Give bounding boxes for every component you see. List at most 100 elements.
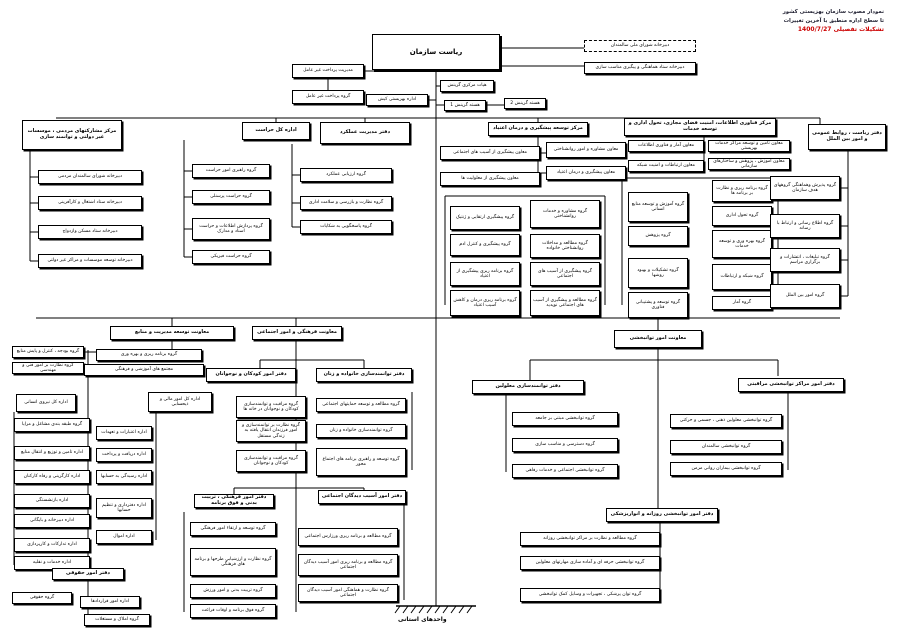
it-group-box-2: گروه تشکیلات و بهبود روشها <box>628 258 688 288</box>
education-item-box-0: گروه توسعه و ارتقاء امور فرهنگی <box>190 522 276 536</box>
addiction-group-box-7: گروه مطالعه و پیشگیری از آسیب های اجتماع… <box>530 290 600 316</box>
ground-hatch <box>418 605 425 614</box>
provincial-units-label: واحدهای استانی <box>398 616 447 623</box>
disabled-item-box-1: گروه دسترسی و مناسب سازی <box>512 438 618 452</box>
performance-item-box-2: گروه پاسخگویی به شکایات <box>300 220 392 234</box>
it-group-box-8: گروه آمار <box>712 296 772 310</box>
child-box: دفتر امور کودکان و نوجوانان <box>206 368 296 382</box>
resources-item-box-0: گروه بودجه ، کنترل و پایش منابع <box>12 346 84 358</box>
education-box: دفتر امور فرهنگی ، تربیت بدنی و فوق برنا… <box>194 494 274 508</box>
hr-item-box-4: اداره دبیرخانه و بایگانی <box>14 514 90 528</box>
fin-mgmt-box: مدیریت پرداخت غیر عامل <box>292 64 364 78</box>
centers-item-box-0: گروه توانبخشی معلولین ذهنی ، جسمی و حرکت… <box>670 414 782 428</box>
hr-item-box-0: گروه طبقه بندی مشاغل و مزایا <box>14 418 90 432</box>
legal-item-box-0: گروه حقوقی <box>12 592 72 604</box>
boards-2-box: هسته گزینش 2 <box>504 98 546 109</box>
daily-item-box-2: گروه توان پزشکی ، تجهیزات و وسایل کمک تو… <box>520 588 660 602</box>
ground-hatch <box>402 605 409 614</box>
hr-item-box-2: اداره کارگزینی و رفاه کارکنان <box>14 470 90 484</box>
harm-item-box-0: گروه مطالعه و برنامه ریزی ورزارس اجتماعی <box>298 528 398 546</box>
title-line-1: نمودار مصوب سازمان بهزیستی کشور <box>782 9 884 15</box>
it-deputy-box-0: معاون آمار و فناوری اطلاعات <box>628 140 704 152</box>
title-line-2: تا سطح اداره منطبق با آخرین تغییرات <box>783 17 884 24</box>
participation-item-box-2: دبیرخانه ستاد مسکن وازدواج <box>38 225 142 239</box>
daily-item-box-1: گروه توانبخشی حرفه ای و آماده سازی مهارت… <box>520 556 660 570</box>
ground-hatch <box>426 605 433 614</box>
ground-hatch <box>450 605 457 614</box>
finance-item-box-0: اداره اعتبارات و تعهدات <box>96 426 152 440</box>
it-deputy-box-2: معاون تامین و توسعه مراکز خدمات بهزیستی <box>708 140 790 152</box>
boards-1-box: هسته گزینش 1 <box>444 100 486 111</box>
family-item-box-0: گروه مطالعه و توسعه حمایتهای اجتماعی <box>316 398 406 412</box>
resources-item-box-2: گروه برنامه ریزی و بهره وری <box>96 349 202 361</box>
ground-hatch <box>434 605 441 614</box>
ground-hatch <box>394 605 401 614</box>
pr-item-box-0: گروه پذیرش وهماهنگی گروههای هدف سازمان <box>770 176 840 200</box>
child-item-box-2: گروه مراقبت و توانمندسازی کودکان و نوجوا… <box>236 450 306 472</box>
education-item-box-2: گروه تربیت بدنی و امور ورزش <box>190 584 276 598</box>
resources-item-box-3: مجتمع های آموزشی و فرهنگی <box>84 364 204 376</box>
hr-item-box-5: اداره تدارکات و کارپردازی <box>14 538 90 552</box>
ground-hatch <box>466 605 473 614</box>
welfare-chief-box: اداره بهزیستی کیش <box>366 94 428 106</box>
pr-item-box-1: گروه اطلاع رسانی و ارتباط با رسانه <box>770 214 840 238</box>
chart-title: نمودار مصوب سازمان بهزیستی کشور تا سطح ا… <box>724 8 884 35</box>
boards-box: هیات مرکزی گزینش <box>440 80 494 92</box>
disabled-item-box-0: گروه توانبخشی مبتنی بر جامعه <box>512 412 618 426</box>
national-council-box: دبیرخانه شورای ملی سالمندان <box>584 40 696 52</box>
addiction-group-box-1: گروه پیشگیری و کنترل ادم <box>450 234 520 256</box>
disabled-box: دفتر توانمندسازی معلولین <box>472 380 584 394</box>
legal-box: دفتر امور حقوقی <box>52 568 124 580</box>
participation-box: مرکز مشارکتهای مردمی ، موسسات غیر دولتی … <box>22 120 122 150</box>
security-item-box-0: گروه راهبری امور حراست <box>192 164 270 178</box>
addiction-deputy-box-2: معاون مشاوره و امور روانشناختی <box>546 142 626 158</box>
finance-item-box-3: اداره دفترداری و تنظیم حسابها <box>96 498 152 518</box>
performance-item-box-1: گروه نظارت و بازرسی و سلامت اداری <box>300 196 392 210</box>
finance-item-box-1: اداره دریافت و پرداخت <box>96 448 152 462</box>
child-item-box-1: گروه نظارت بر توانمندسازی و امور فرزندان… <box>236 420 306 442</box>
family-item-box-1: گروه توانمندسازی خانواده و زنان <box>316 424 406 438</box>
ground-hatch <box>458 605 465 614</box>
daily-item-box-0: گروه مطالعه و نظارت بر مراکز توانبخشی رو… <box>520 532 660 546</box>
security-box: اداره کل حراست <box>242 122 310 140</box>
addiction-group-box-4: گروه مشاوره و خدمات روانشناختی <box>530 200 600 228</box>
addiction-deputy-box-3: معاون پیشگیری و درمان اعتیاد <box>546 166 626 180</box>
it-group-box-6: گروه بهره وری و توسعه خدمات <box>712 230 772 258</box>
ground-symbol <box>394 605 476 614</box>
harm-item-box-2: گروه نظارت و هماهنگی امور آسیب دیدگان اج… <box>298 584 398 602</box>
harm-box: دفتر امور آسیب دیدگان اجتماعی <box>318 490 406 504</box>
security-item-box-3: گروه حراست فیزیکی <box>192 250 270 264</box>
hq-secretariat-box: دبیرخانه ستاد هماهنگی و پیگیری مناسب ساز… <box>584 62 696 74</box>
daily-box: دفتر امور توانبخشی روزانه و انواریزشکی <box>606 508 718 522</box>
it-deputy-box-1: معاون ارتباطات و امنیت شبکه <box>628 160 704 172</box>
addiction-box: مرکز توسعه پیشگیری و درمان اعتیاد <box>488 122 588 136</box>
centers-item-box-1: گروه توانبخشی سالمندان <box>670 440 782 454</box>
head-box: ریاست سازمان <box>372 34 500 70</box>
performance-box: دفتر مدیریت عملکرد <box>320 122 410 144</box>
family-item-box-2: گروه توسعه و راهبری برنامه های اجتماع مح… <box>316 448 406 476</box>
it-center-box: مرکز فناوری اطلاعات، امنیت فضای مجازی، ت… <box>624 118 776 136</box>
it-deputy-box-3: معاون آموزش ، پژوهش و ساختارهای سازمانی <box>708 158 790 170</box>
centers-item-box-2: گروه توانبخشی بیماران روانی مزمن <box>670 462 782 476</box>
addiction-group-box-5: گروه مطالعه و مداخلات روانشناختی خانواده <box>530 234 600 258</box>
addiction-group-box-3: گروه برنامه ریزی درمان و کاهش آسیب اعتیا… <box>450 290 520 316</box>
hr-item-box-1: اداره تامین و توزیع و انتقال منابع <box>14 446 90 460</box>
it-group-box-0: گروه آموزش و توسعه منابع انسانی <box>628 192 688 222</box>
security-item-box-2: گروه پردازش اطلاعات و حراست اسناد و مدار… <box>192 218 270 240</box>
it-group-box-1: گروه پژوهش <box>628 226 688 246</box>
it-group-box-4: گروه برنامه ریزی و نظارت بر برنامه ها <box>712 180 772 202</box>
pr-box: دفتر ریاست ، روابط عمومی و امور بین المل… <box>808 124 886 150</box>
participation-item-box-3: دبیرخانه توسعه موسسات و مراکز غیر دولتی <box>38 254 142 268</box>
finance-item-box-2: اداره رسیدگی به حسابها <box>96 470 152 484</box>
rehab-box: معاونت امور توانبخشی <box>614 330 702 348</box>
hr-item-box-3: اداره بازنشستگی <box>14 494 90 508</box>
it-group-box-3: گروه توسعه و پشتیبانی فناوری <box>628 292 688 318</box>
cultural-box: معاونت فرهنگی و امور اجتماعی <box>252 326 342 340</box>
education-item-box-3: گروه فوق برنامه و اوقات فراغت <box>190 604 276 618</box>
disabled-item-box-2: گروه توانبخشی اجتماعی و خدمات رفاهی <box>512 464 618 478</box>
participation-item-box-1: دبیرخانه ستاد اشتغال و کارآفرینی <box>38 196 142 210</box>
family-box: دفتر توانمندسازی خانواده و زنان <box>316 368 412 382</box>
centers-box: دفتر امور مراکز توانبخشی مراقبتی <box>738 378 844 392</box>
performance-item-box-0: گروه ارزیابی عملکرد <box>300 168 392 182</box>
title-line-3: تشکیلات تفصیلی 1400/7/27 <box>797 26 884 34</box>
